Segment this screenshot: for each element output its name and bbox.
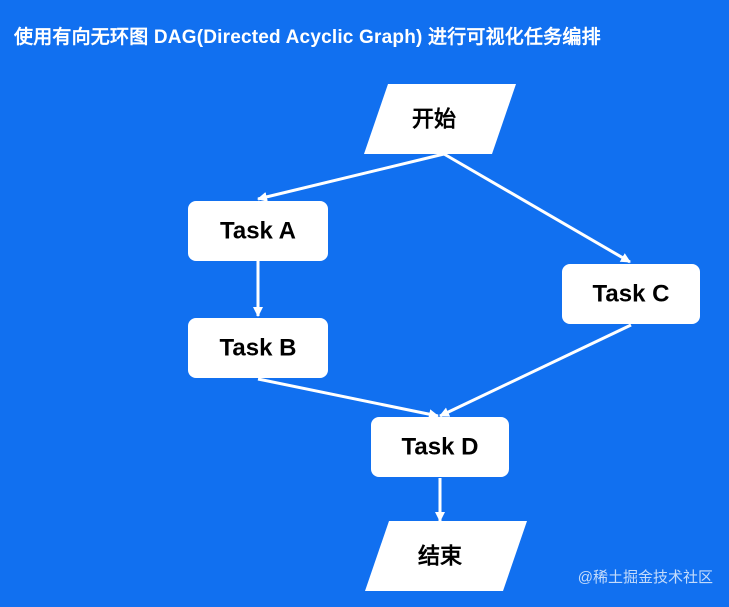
node-start-label: 开始: [412, 107, 456, 132]
node-c-box: [562, 264, 700, 324]
node-b: Task B: [188, 318, 328, 378]
node-c-label: Task C: [593, 281, 670, 308]
node-start-parallelogram: [364, 84, 516, 154]
edge-start-to-c: [443, 152, 631, 264]
node-start: 开始: [364, 84, 516, 154]
watermark-text: @稀土掘金技术社区: [577, 569, 713, 586]
edge-c-to-d: [439, 323, 632, 418]
node-end-label: 结束: [418, 544, 463, 569]
diagram-title: 使用有向无环图 DAG(Directed Acyclic Graph) 进行可视…: [14, 27, 601, 48]
node-a-label: Task A: [220, 218, 296, 245]
edges: [253, 152, 632, 522]
edge-b-to-d: [257, 377, 439, 420]
node-end-parallelogram: [365, 521, 527, 591]
node-b-label: Task B: [220, 335, 297, 362]
node-b-box: [188, 318, 328, 378]
node-d: Task D: [371, 417, 509, 477]
nodes: 开始 Task A Task B Task C Task D 结束: [188, 84, 700, 591]
node-end: 结束: [365, 521, 527, 591]
edge-start-to-a: [257, 152, 445, 202]
node-a: Task A: [188, 201, 328, 261]
node-d-box: [371, 417, 509, 477]
node-d-label: Task D: [402, 434, 479, 461]
node-c: Task C: [562, 264, 700, 324]
node-a-box: [188, 201, 328, 261]
